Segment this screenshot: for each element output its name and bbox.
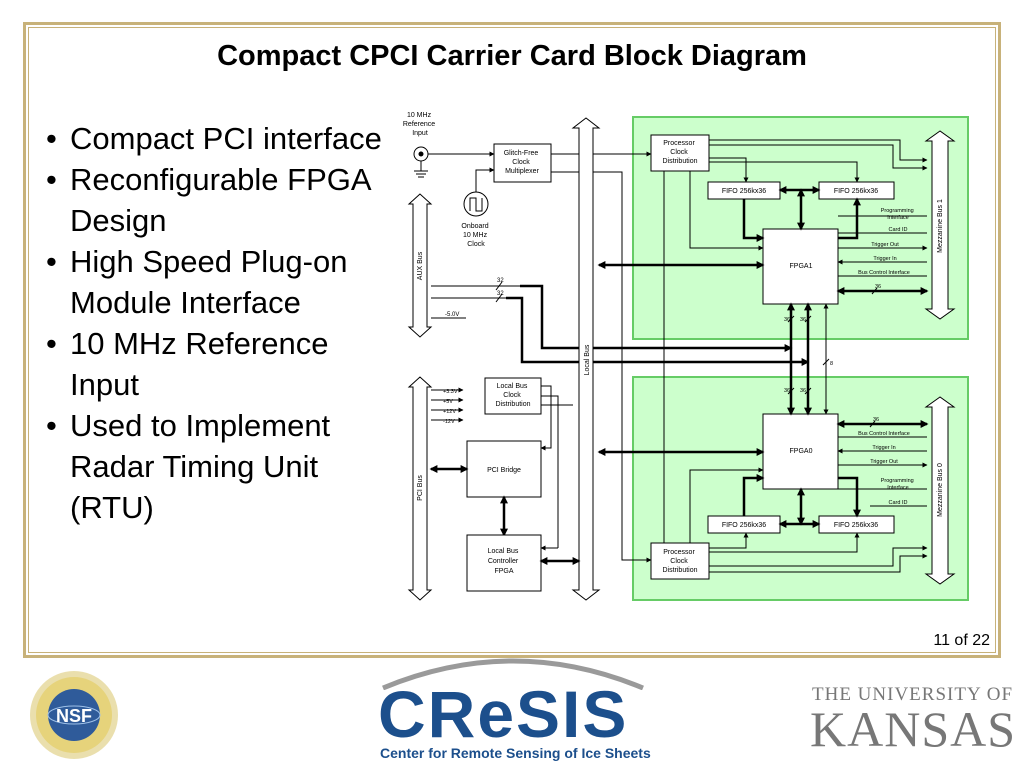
pci-bridge-label: PCI Bridge [487, 467, 521, 474]
bus-control-interface-label: Bus Control Interface [858, 270, 910, 276]
fifo-label: FIFO 256kx36 [834, 188, 878, 195]
bullet-text: High Speed Plug-on Module Interface [70, 244, 348, 320]
glitch-free-mux-label: Glitch-Free Clock Multiplexer [504, 150, 541, 175]
bullet-item: •10 MHz Reference Input [46, 326, 329, 402]
fifo-label: FIFO 256kx36 [722, 522, 766, 529]
fifo-label: FIFO 256kx36 [834, 522, 878, 529]
page-number: 11 of 22 [933, 632, 990, 649]
ref-connector-icon [413, 146, 429, 178]
fifo-label: FIFO 256kx36 [722, 188, 766, 195]
local-bus-clock-block [484, 377, 542, 415]
bus-width-label: 36 [800, 388, 806, 394]
bullet-item: •Reconfigurable FPGA Design [46, 162, 370, 238]
voltage-label: +5V [443, 399, 453, 405]
processor-clock-block-0 [650, 542, 710, 580]
cresis-tagline: Center for Remote Sensing of Ice Sheets [380, 745, 651, 761]
bullet-text: Used to Implement Radar Timing Unit (RTU… [70, 408, 331, 525]
local-bus-controller-block [466, 534, 542, 592]
bullet-text: Compact PCI interface [70, 121, 382, 156]
bullet-list: •Compact PCI interface •Reconfigurable F… [40, 118, 385, 528]
bus-width-label: 36 [784, 317, 790, 323]
mezzanine-bus-1-label: Mezzanine Bus 1 [937, 199, 944, 253]
onboard-clock-label: Onboard 10 MHz Clock [461, 223, 490, 248]
bus-width-label: 32 [497, 278, 504, 284]
mezzanine-bus-1 [924, 130, 956, 320]
fpga0-block [762, 413, 839, 490]
card-id-label: Card ID [889, 227, 908, 233]
ref-input-label: 10 MHz Reference Input [403, 112, 437, 137]
processor-clock-label-0: Processor Clock Distribution [662, 549, 697, 574]
slide-frame-inner [28, 27, 996, 653]
slide-title: Compact CPCI Carrier Card Block Diagram [217, 40, 807, 72]
bus-width-label: 8 [830, 361, 833, 367]
trigger-in-label: Trigger In [872, 445, 895, 451]
programming-interface-label: Programming Interface [881, 208, 916, 221]
nsf-logo: NSF [30, 671, 118, 759]
mezzanine-bus-0 [924, 396, 956, 585]
local-bus [571, 117, 601, 601]
bus-width-label: 36 [875, 284, 881, 290]
pci-bus-label: PCI Bus [417, 475, 424, 501]
bus-width-label: 32 [497, 291, 504, 297]
card-id-label: Card ID [889, 500, 908, 506]
voltage-label: -12V [443, 419, 455, 425]
processor-clock-block-1 [650, 134, 710, 172]
slide-frame-outer [23, 22, 1001, 658]
local-bus-clock-label: Local Bus Clock Distribution [495, 383, 530, 408]
aux-bus-label: AUX Bus [417, 251, 424, 280]
svg-text:NSF: NSF [56, 706, 92, 726]
processor-clock-label-1: Processor Clock Distribution [662, 140, 697, 165]
ku-logo-line2: KANSAS [810, 701, 1017, 757]
fpga1-label: FPGA1 [790, 263, 813, 270]
trigger-out-label: Trigger Out [870, 459, 898, 465]
bus-width-label: 36 [873, 417, 879, 423]
aux-bus [407, 193, 433, 338]
voltage-label: +12V [443, 409, 456, 415]
local-bus-controller-label: Local Bus Controller FPGA [488, 548, 521, 575]
pci-bus [407, 376, 433, 601]
bus-control-interface-label: Bus Control Interface [858, 431, 910, 437]
cresis-arc [382, 658, 644, 690]
trigger-out-label: Trigger Out [871, 242, 899, 248]
block-diagram: 10 MHz Reference Input Glitch-Free Clock… [403, 112, 969, 601]
bullet-item: •Used to Implement Radar Timing Unit (RT… [46, 408, 331, 525]
mezzanine-bus-0-label: Mezzanine Bus 0 [937, 463, 944, 517]
bullet-text: 10 MHz Reference Input [70, 326, 329, 402]
programming-interface-label: Programming Interface [881, 478, 916, 491]
bus-width-label: 36 [800, 317, 806, 323]
voltage-label: +3.3V [443, 389, 458, 395]
glitch-free-mux-block [493, 143, 552, 183]
oscillator-icon [463, 191, 489, 217]
fpga0-label: FPGA0 [790, 448, 813, 455]
cresis-logo-text: CReSIS [378, 677, 629, 751]
trigger-in-label: Trigger In [873, 256, 896, 262]
local-bus-label: Local Bus [584, 344, 591, 375]
fpga1-block [762, 228, 839, 305]
bullet-item: •High Speed Plug-on Module Interface [46, 244, 348, 320]
ku-logo-line1: THE UNIVERSITY OF [812, 684, 1014, 705]
bullet-item: •Compact PCI interface [46, 121, 382, 156]
minus5v-label: -5.0V [445, 312, 459, 318]
bullet-text: Reconfigurable FPGA Design [70, 162, 370, 238]
bus-width-label: 36 [784, 388, 790, 394]
